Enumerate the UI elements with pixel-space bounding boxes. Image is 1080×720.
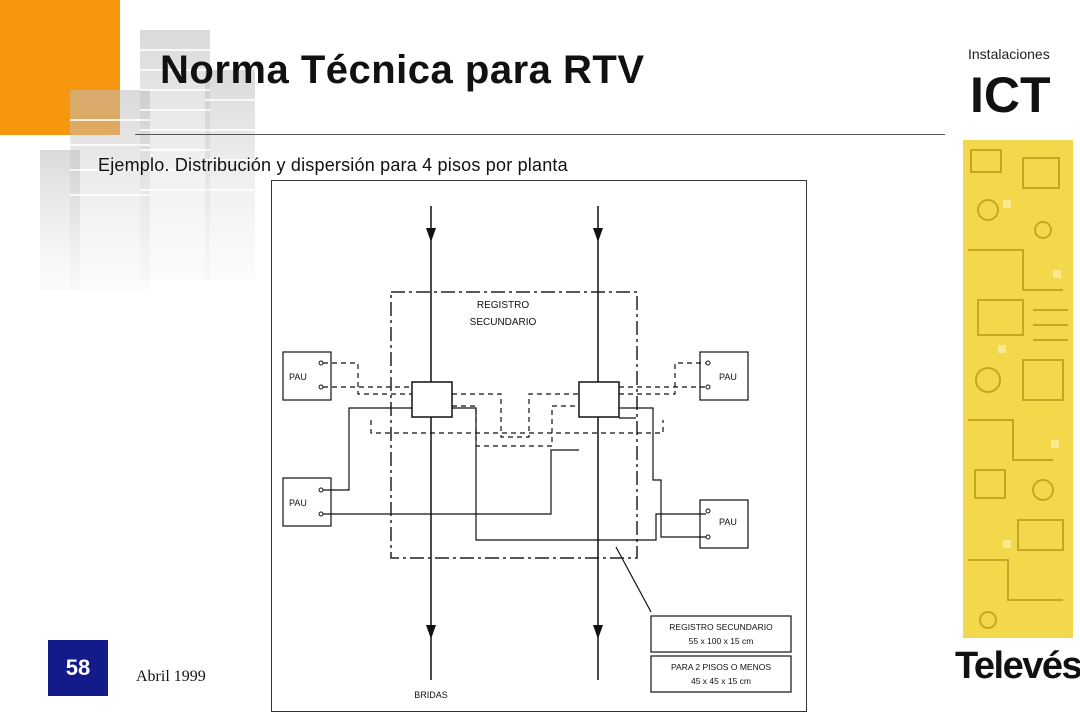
distribution-diagram: REGISTRO SECUNDARIO PAU PAU PAU PAU bbox=[271, 180, 807, 712]
slide-subtitle: Ejemplo. Distribución y dispersión para … bbox=[98, 155, 568, 175]
arrow-left-bottom bbox=[426, 625, 436, 639]
slide-date: Abril 1999 bbox=[136, 668, 206, 685]
building-illustration bbox=[40, 30, 255, 290]
pau-box-top-right bbox=[699, 351, 749, 401]
circuit-board-decoration bbox=[963, 140, 1073, 638]
note-pointer-line bbox=[615, 546, 652, 613]
pau-label-bottom-right: PAU bbox=[719, 517, 737, 527]
page-number-badge: 58 bbox=[48, 640, 108, 696]
pau-label-top-right: PAU bbox=[719, 372, 737, 382]
registro-label-line2: SECUNDARIO bbox=[470, 317, 537, 328]
pau-box-bottom-right bbox=[699, 499, 749, 549]
registro-secundario-box bbox=[390, 291, 638, 559]
pau-label-top-left: PAU bbox=[289, 372, 307, 382]
brand-small-label: Instalaciones bbox=[968, 46, 1050, 62]
note-box-registro bbox=[650, 615, 792, 653]
arrow-right-bottom bbox=[593, 625, 603, 639]
note2-line2: 45 x 45 x 15 cm bbox=[691, 676, 751, 686]
splitter-left bbox=[411, 381, 453, 418]
pau-box-bottom-left bbox=[282, 477, 332, 527]
pau-box-top-left bbox=[282, 351, 332, 401]
registro-label-line1: REGISTRO bbox=[477, 300, 529, 311]
splitter-right bbox=[578, 381, 620, 418]
televes-logo: Televés bbox=[955, 645, 1080, 687]
slide-title: Norma Técnica para RTV bbox=[160, 48, 645, 92]
bridas-label: BRIDAS bbox=[414, 690, 448, 700]
note1-line2: 55 x 100 x 15 cm bbox=[689, 636, 754, 646]
note-box-pisos bbox=[650, 655, 792, 693]
brand-big-label: ICT bbox=[970, 67, 1051, 123]
note1-line1: REGISTRO SECUNDARIO bbox=[669, 622, 773, 632]
arrow-left-top bbox=[426, 228, 436, 242]
note2-line1: PARA 2 PISOS O MENOS bbox=[671, 662, 771, 672]
title-divider bbox=[135, 134, 945, 135]
arrow-right-top bbox=[593, 228, 603, 242]
pau-label-bottom-left: PAU bbox=[289, 498, 307, 508]
